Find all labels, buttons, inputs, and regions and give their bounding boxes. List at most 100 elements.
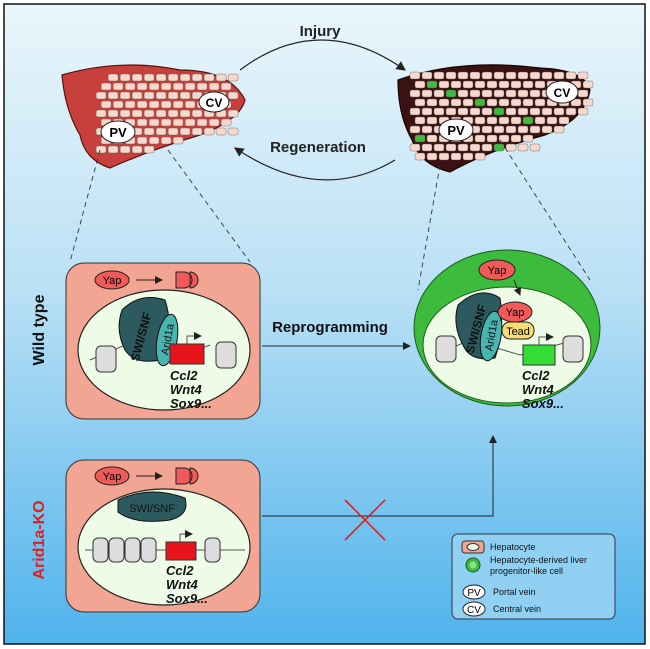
hepatocyte-cell <box>160 100 172 109</box>
target-gene-off <box>165 541 197 561</box>
hepatocyte-cell <box>565 107 577 116</box>
hepatocyte-cell <box>421 125 433 134</box>
hepatocyte-cell <box>131 73 143 82</box>
hepatocyte-cell <box>179 73 191 82</box>
progenitor-cell <box>493 107 505 116</box>
gene-label: Ccl2 <box>170 368 198 383</box>
hepatocyte-cell <box>119 109 131 118</box>
progenitor-cell <box>445 89 457 98</box>
hepatocyte-cell <box>517 71 529 80</box>
hepatocyte-cell <box>534 80 546 89</box>
hepatocyte-cell <box>505 71 517 80</box>
hepatocyte-cell <box>167 127 179 136</box>
hepatocyte-cell <box>445 107 457 116</box>
legend-cv-symbol: CV <box>467 605 481 616</box>
hepatocyte-cell <box>522 80 534 89</box>
hepatocyte-cell <box>457 143 469 152</box>
hepatocyte-cell <box>498 116 510 125</box>
hepatocyte-cell <box>546 116 558 125</box>
hepatocyte-cell <box>541 107 553 116</box>
gene-label: Ccl2 <box>166 563 194 578</box>
zoom-lines <box>69 139 591 291</box>
swi-snf-label: SWI/SNF <box>129 503 175 515</box>
injury-arrow <box>239 39 406 71</box>
hepatocyte-cell <box>143 73 155 82</box>
hepatocyte-cell <box>148 100 160 109</box>
hepatocyte-cell <box>433 107 445 116</box>
hepatocyte-cell <box>529 89 541 98</box>
hepatocyte-cell <box>172 82 184 91</box>
yap-protein <box>94 270 130 290</box>
legend-central-vein: Central vein <box>493 604 541 614</box>
yap-label: Yap <box>103 471 122 483</box>
hepatocyte-cell <box>119 145 131 154</box>
hepatocyte-cell <box>577 71 589 80</box>
hepatocyte-cell <box>160 136 172 145</box>
hepatocyte-cell <box>208 118 220 127</box>
progenitor-cell <box>414 134 426 143</box>
portal-vein <box>438 118 474 142</box>
hepatocyte-cell <box>445 71 457 80</box>
hepatocyte-cell <box>553 107 565 116</box>
regeneration-label: Regeneration <box>270 139 366 156</box>
hepatocyte-cell <box>179 91 191 100</box>
hepatocyte-cell <box>191 109 203 118</box>
hepatocyte-cell <box>517 89 529 98</box>
hepatocyte-cell <box>553 71 565 80</box>
hepatocyte-cell <box>136 82 148 91</box>
nucleosome <box>95 345 117 373</box>
yap-protein <box>478 259 516 281</box>
hepatocyte-cell <box>505 125 517 134</box>
gene-label: Wnt4 <box>166 577 199 592</box>
hepatocyte-cell <box>517 143 529 152</box>
hepatocyte-cell <box>148 118 160 127</box>
hepatocyte-cell <box>107 145 119 154</box>
hepatocyte-cell <box>505 89 517 98</box>
hepatocyte-cell <box>421 71 433 80</box>
hepatocyte-cell <box>414 116 426 125</box>
hepatocyte-cell <box>112 100 124 109</box>
gene-label: Wnt4 <box>522 382 555 397</box>
hepatocyte-cell <box>409 143 421 152</box>
hepatocyte-cell <box>469 107 481 116</box>
blocked-reprogramming-arrow <box>262 435 497 517</box>
legend-pv-symbol: PV <box>467 588 481 599</box>
hepatocyte-cell <box>136 118 148 127</box>
arid1a-protein <box>479 310 503 362</box>
hepatocyte-cell <box>155 91 167 100</box>
yap-protein <box>94 466 130 486</box>
hepatocyte-cell <box>179 109 191 118</box>
hepatocyte-cell <box>438 152 450 161</box>
hepatocyte-cell <box>143 109 155 118</box>
hepatocyte-cell <box>124 82 136 91</box>
hepatocyte-cell <box>481 71 493 80</box>
hepatocyte-cell <box>184 82 196 91</box>
hepatocyte-cell <box>522 134 534 143</box>
hepatocyte-cell <box>131 91 143 100</box>
yap-label: Yap <box>488 265 507 277</box>
hepatocyte-cell <box>522 98 534 107</box>
tead-label: Tead <box>506 326 530 338</box>
hepatocyte-cell <box>167 91 179 100</box>
hepatocyte-cell <box>474 134 486 143</box>
compacted-nucleosomes <box>92 537 221 563</box>
hepatocyte-cell <box>131 109 143 118</box>
hepatocyte-cell <box>565 71 577 80</box>
hepatocyte-cell <box>426 134 438 143</box>
hepatocyte-cell <box>486 134 498 143</box>
hepatocyte-cell <box>143 127 155 136</box>
hepatocyte-cell <box>445 143 457 152</box>
hepatocyte-cell <box>529 107 541 116</box>
hepatocyte-cell <box>433 143 445 152</box>
hepatocyte-cell <box>167 109 179 118</box>
hepatocyte-cell <box>498 98 510 107</box>
hepatocyte-cell <box>95 109 107 118</box>
hepatocyte-cell <box>136 136 148 145</box>
hepatocyte-cell <box>220 82 232 91</box>
hepatocyte-cell <box>438 80 450 89</box>
hepatocyte-cell <box>505 107 517 116</box>
hepatocyte-cell <box>124 100 136 109</box>
progenitor-cell <box>426 80 438 89</box>
hepatocyte-cell <box>155 109 167 118</box>
